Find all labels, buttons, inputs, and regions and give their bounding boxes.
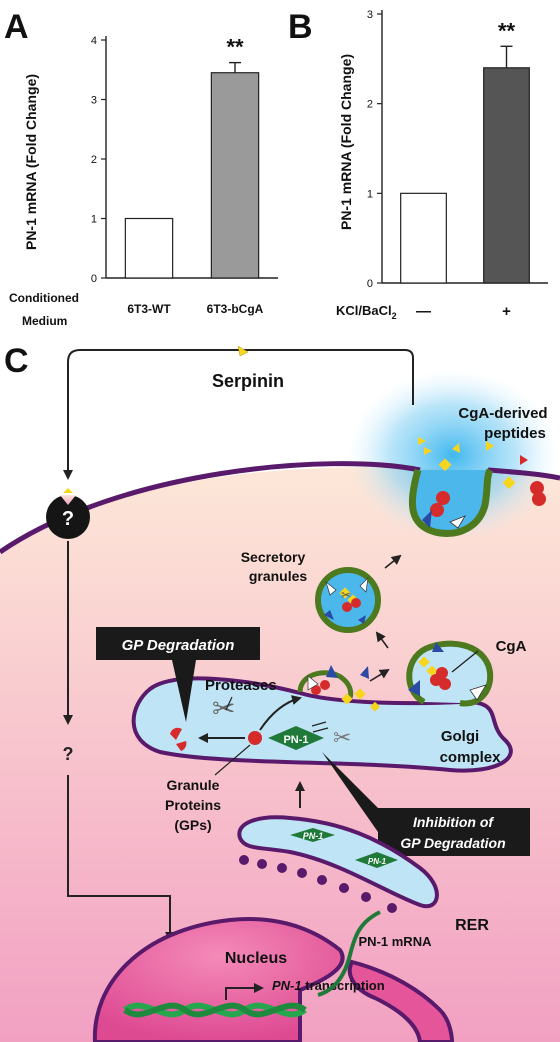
plasma-membrane-right bbox=[487, 467, 560, 481]
scissors-icon-inhibited: ✂ bbox=[333, 725, 351, 750]
panel-a-ylabel: PN-1 mRNA (Fold Change) bbox=[23, 74, 39, 250]
pn1-mrna-label: PN-1 mRNA bbox=[359, 934, 433, 949]
y-tick-label: 2 bbox=[367, 99, 373, 111]
bar bbox=[483, 67, 530, 284]
inhibition-line1: Inhibition of bbox=[413, 814, 494, 830]
panel-a: A PN-1 mRNA (Fold Change) 0 1 2 3 4 6T3-WT ** 6… bbox=[4, 8, 278, 328]
secretory-granules-line2: granules bbox=[249, 568, 308, 584]
y-tick-label: 4 bbox=[91, 35, 97, 47]
secretion-glow bbox=[348, 370, 558, 540]
rer-label: RER bbox=[455, 917, 489, 934]
significance-mark: ** bbox=[498, 18, 516, 43]
pathway-question: ? bbox=[63, 744, 74, 764]
dna-helix bbox=[123, 1002, 307, 1018]
chart-b: 0 1 2 3 — ** + bbox=[367, 9, 548, 320]
cga-label: CgA bbox=[496, 638, 527, 655]
receptor: ? bbox=[46, 488, 90, 539]
serpinin-peptide bbox=[237, 345, 249, 357]
secretory-granule-1: ✂ bbox=[315, 567, 381, 633]
panel-c-letter: C bbox=[4, 342, 29, 380]
y-tick-label: 1 bbox=[91, 214, 97, 226]
significance-mark: ** bbox=[226, 35, 244, 60]
nucleus-label: Nucleus bbox=[225, 950, 287, 967]
arrow-granule-to-membrane bbox=[384, 554, 402, 569]
y-tick-label: 0 bbox=[367, 278, 373, 290]
pn1-protein: PN-1 bbox=[268, 726, 324, 750]
category-label: — bbox=[416, 303, 431, 320]
transcription-label: PN-1 transcription bbox=[272, 978, 385, 993]
arrow-to-bud bbox=[259, 695, 302, 731]
exocytosis-vesicle bbox=[408, 468, 494, 537]
category-label: + bbox=[502, 303, 511, 320]
serpinin-label: Serpinin bbox=[212, 371, 284, 391]
bar bbox=[210, 72, 260, 279]
secretory-granules-line1: Secretory bbox=[241, 549, 306, 565]
category-label: 6T3-WT bbox=[127, 302, 171, 316]
panel-b-letter: B bbox=[288, 8, 313, 46]
signal-arrow-2 bbox=[67, 775, 175, 942]
golgi-surface-bud bbox=[297, 665, 380, 712]
degraded-fragments bbox=[170, 727, 187, 751]
gp-label-line1: Granule bbox=[167, 777, 220, 793]
panel-b: B PN-1 mRNA (Fold Change) 0 1 2 3 — ** + KCl/B… bbox=[288, 8, 548, 321]
cga-pointer bbox=[451, 650, 479, 673]
gp-degradation-label: GP Degradation bbox=[122, 637, 235, 654]
rer: PN-1 PN-1 bbox=[237, 815, 439, 913]
inhibition-tick-1 bbox=[311, 721, 327, 727]
gp-label-line2: Proteins bbox=[165, 797, 221, 813]
pn1-label: PN-1 bbox=[283, 734, 308, 746]
rer-pn1-label-1: PN-1 bbox=[303, 831, 324, 841]
gp-label-line3: (GPs) bbox=[174, 817, 211, 833]
inhibition-tick-2 bbox=[312, 727, 329, 733]
granule-protein-in-golgi bbox=[248, 731, 262, 745]
y-tick-label: 2 bbox=[91, 154, 97, 166]
golgi-bud bbox=[406, 640, 494, 707]
receptor-question: ? bbox=[62, 508, 74, 530]
x-group-label: KCl/BaCl2 bbox=[336, 303, 397, 321]
y-tick-label: 1 bbox=[367, 188, 373, 200]
bar bbox=[400, 192, 447, 284]
chart-a: 0 1 2 3 4 6T3-WT ** 6T3-bCgA bbox=[91, 35, 278, 316]
y-tick-label: 0 bbox=[91, 273, 97, 285]
panel-c: C Serpinin CgA-derived peptides ? ? bbox=[0, 342, 560, 1042]
scissors-icon: ✂ bbox=[212, 693, 235, 724]
cga-peptides-line2: peptides bbox=[484, 425, 546, 442]
inhibition-line2: GP Degradation bbox=[400, 835, 505, 851]
arrow-golgi-to-granule bbox=[375, 631, 389, 649]
proteases-pointer bbox=[225, 696, 233, 711]
svg-text:✂: ✂ bbox=[341, 588, 351, 602]
transcription-arrow bbox=[225, 983, 264, 1000]
rer-pn1-label-2: PN-1 bbox=[368, 857, 387, 866]
inhibition-callout: Inhibition of GP Degradation bbox=[322, 752, 530, 856]
y-tick-label: 3 bbox=[91, 95, 97, 107]
proteases-label: Proteases bbox=[205, 677, 277, 694]
golgi-label-line2: complex bbox=[440, 749, 502, 766]
category-label: 6T3-bCgA bbox=[207, 302, 264, 316]
gp-pointer bbox=[214, 744, 251, 776]
gp-degradation-callout: GP Degradation bbox=[96, 627, 260, 722]
y-tick-label: 3 bbox=[367, 9, 373, 21]
panel-a-letter: A bbox=[4, 8, 29, 46]
pn1-mrna-strand bbox=[317, 910, 381, 997]
x-group-label-line1: Conditioned bbox=[9, 291, 79, 305]
arrow-bud-to-lobe bbox=[369, 668, 390, 682]
bar bbox=[124, 217, 174, 279]
panel-b-ylabel: PN-1 mRNA (Fold Change) bbox=[338, 54, 354, 230]
cga-peptides-line1: CgA-derived bbox=[458, 405, 547, 422]
x-group-label-line2: Medium bbox=[22, 314, 67, 328]
golgi-complex bbox=[131, 676, 513, 773]
golgi-label-line1: Golgi bbox=[441, 728, 479, 745]
